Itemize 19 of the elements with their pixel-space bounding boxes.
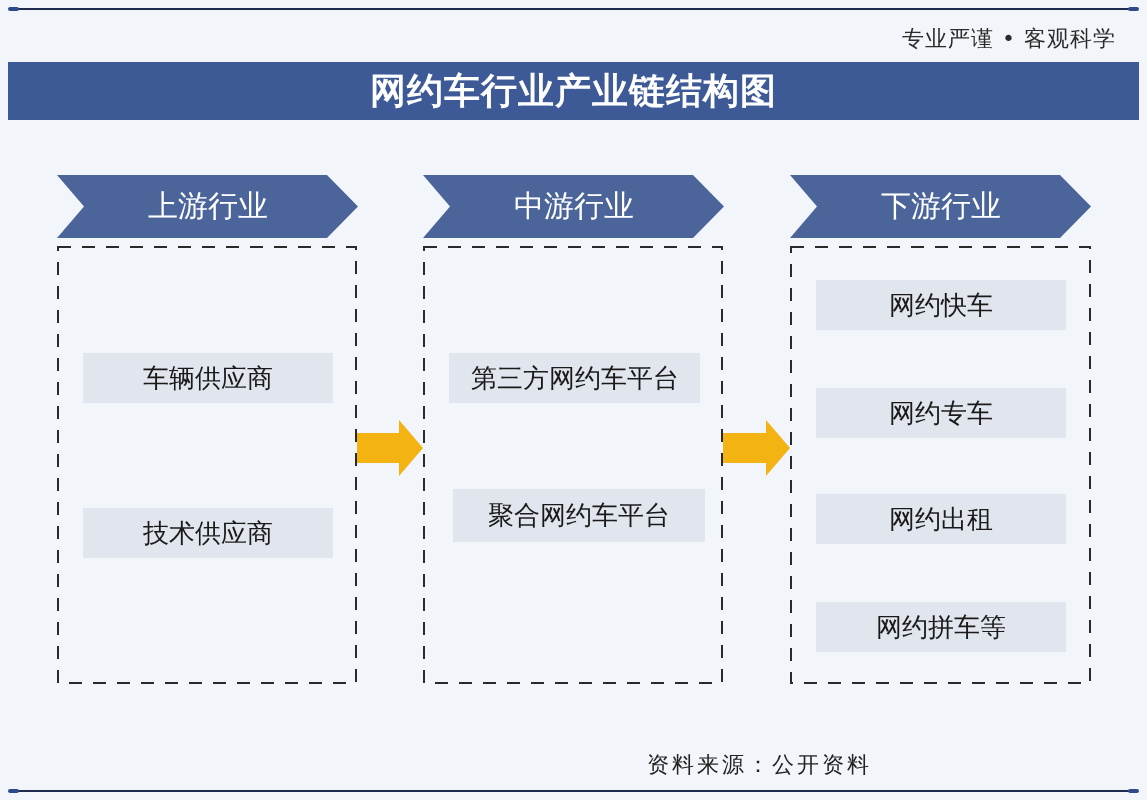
dashed-group-box [57,246,357,684]
item-box: 网约快车 [816,280,1066,330]
item-box: 技术供应商 [83,508,333,558]
item-box: 网约出租 [816,494,1066,544]
chevron-header: 中游行业 [423,175,724,238]
chevron-header: 下游行业 [790,175,1091,238]
dashed-group-box [423,246,723,684]
item-box: 车辆供应商 [83,353,333,403]
chevron-header: 上游行业 [57,175,358,238]
title-banner: 网约车行业产业链结构图 [8,62,1139,120]
item-box: 第三方网约车平台 [449,353,700,403]
source-note: 资料来源：公开资料 [647,751,872,779]
dashed-group-box [790,246,1091,684]
block-arrow [723,420,790,476]
item-box: 网约拼车等 [816,602,1066,652]
block-arrow [357,420,423,476]
item-box: 聚合网约车平台 [453,489,705,542]
slogan-text: 专业严谨 • 客观科学 [902,25,1116,53]
item-box: 网约专车 [816,388,1066,438]
